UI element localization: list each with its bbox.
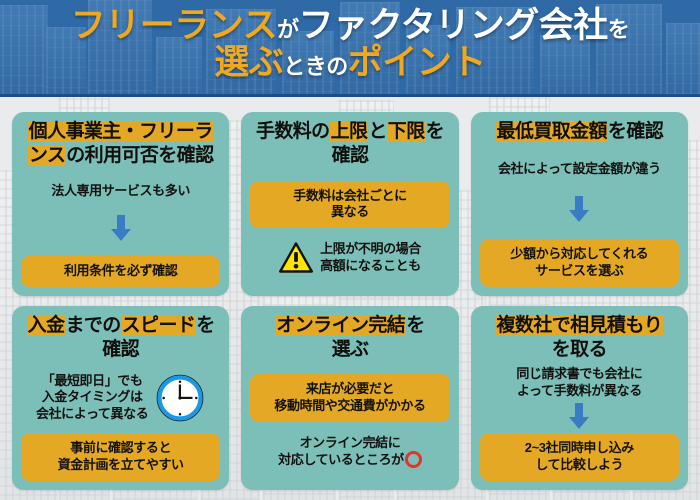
title-run-tokino: ときの [283, 54, 348, 80]
card-online-completion-callout: 来店が必要だと 移動時間や交通費がかかる [250, 374, 450, 423]
title-run-freelance: フリーランス [70, 6, 278, 45]
conclusion-line-2: して比較しよう [535, 457, 624, 473]
header-title: フリーランスがファクタリング会社を 選ぶときのポイント [0, 0, 700, 81]
title-run-erabu: 選ぶ [214, 43, 284, 83]
card-title-particle: を [406, 315, 425, 336]
card-sole-proprietor-conclusion: 利用条件を必ず確認 [21, 256, 221, 287]
card-title-part-1: までの [65, 315, 121, 336]
warning-note-line-1: 上限が不明の場合 [320, 241, 421, 257]
card-title-rest: を確認 [607, 121, 664, 142]
card-title-highlight-lower: 下限 [386, 121, 426, 142]
card-title-highlight-deposit: 入金 [26, 315, 66, 336]
card-multiple-quotes[interactable]: 複数社で相見積もりを取る 同じ請求書でも会社に よって手数料が異なる 2~3社同… [470, 306, 688, 490]
card-title-highlight: 複数社で相見積もり [495, 315, 664, 336]
header-banner: フリーランスがファクタリング会社を 選ぶときのポイント [0, 0, 700, 97]
callout-line-1: 手数料は会社ごとに [293, 187, 407, 203]
note-line-3: 会社によって異なる [35, 405, 149, 421]
note-line-2-row: 対応しているところが [278, 451, 422, 469]
arrow-down-icon [569, 403, 590, 430]
card-title-rest: 選ぶ [331, 338, 369, 360]
clock-icon [157, 374, 204, 421]
card-online-completion-note: オンライン完結に 対応しているところが [278, 435, 422, 469]
card-multiple-quotes-title: 複数社で相見積もりを取る [480, 314, 679, 362]
card-sole-proprietor[interactable]: 個人事業主・フリーランスの利用可否を確認 法人専用サービスも多い 利用条件を必ず… [12, 112, 230, 296]
card-payout-speed[interactable]: 入金までのスピードを確認 「最短即日」でも 入金タイミングは 会社によって異なる [12, 306, 230, 490]
title-run-wo: を [607, 17, 630, 42]
conclusion-line-1: 事前に確認すると [70, 440, 172, 456]
points-grid: 個人事業主・フリーランスの利用可否を確認 法人専用サービスも多い 利用条件を必ず… [12, 112, 688, 490]
card-minimum-amount-conclusion: 少額から対応してくれる サービスを選ぶ [479, 239, 679, 287]
title-run-ga: が [277, 17, 299, 42]
conclusion-line-1: 2~3社同時申し込み [524, 440, 634, 456]
note-line-2: よって手数料が異なる [516, 382, 642, 398]
card-minimum-amount[interactable]: 最低買取金額を確認 会社によって設定金額が違う 少額から対応してくれる サービス… [470, 112, 688, 296]
card-payout-speed-conclusion: 事前に確認すると 資金計画を立てやすい [21, 433, 221, 481]
card-minimum-amount-title: 最低買取金額を確認 [480, 120, 679, 144]
card-title-highlight: オンライン完結 [275, 315, 407, 336]
conclusion-line-2: サービスを選ぶ [535, 263, 624, 279]
warning-triangle-icon [279, 242, 314, 273]
card-multiple-quotes-note: 同じ請求書でも会社に よって手数料が異なる [516, 366, 642, 399]
note-line-2: 対応しているところが [278, 451, 404, 467]
red-circle-icon [404, 451, 422, 469]
card-title-part-3: を確認 [331, 121, 445, 166]
conclusion-line-1: 少額から対応してくれる [510, 246, 649, 262]
card-title-highlight-upper: 上限 [329, 121, 369, 142]
note-line-1: 「最短即日」でも [41, 372, 143, 388]
card-multiple-quotes-conclusion: 2~3社同時申し込み して比較しよう [479, 433, 679, 481]
card-fee-range-warning-row: 上限が不明の場合 高額になることも [250, 241, 449, 274]
card-title-rest: を取る [551, 338, 608, 360]
callout-line-1: 来店が必要だと [305, 381, 395, 397]
header-title-line-1: フリーランスがファクタリング会社を [0, 7, 700, 44]
card-fee-range[interactable]: 手数料の上限と下限を確認 手数料は会社ごとに 異なる 上限が不明の場合 高額にな… [241, 112, 459, 296]
card-payout-speed-title: 入金までのスピードを確認 [21, 314, 220, 362]
header-title-line-2: 選ぶときのポイント [0, 44, 700, 81]
card-sole-proprietor-title: 個人事業主・フリーランスの利用可否を確認 [21, 120, 220, 168]
arrow-down-icon [569, 195, 590, 222]
warning-note-line-2: 高額になることも [320, 257, 421, 273]
card-sole-proprietor-note: 法人専用サービスも多い [51, 183, 190, 199]
card-fee-range-callout: 手数料は会社ごとに 異なる [250, 180, 450, 229]
note-line-2: 入金タイミングは [41, 389, 143, 405]
note-line-1: 同じ請求書でも会社に [516, 365, 643, 381]
title-run-factoring-company: ファクタリング会社 [298, 6, 609, 45]
card-payout-speed-note-row: 「最短即日」でも 入金タイミングは 会社によって異なる [21, 373, 220, 423]
card-title-highlight-speed: スピード [120, 315, 197, 336]
card-title-rest: の利用可否を確認 [66, 144, 214, 166]
title-run-point: ポイント [347, 43, 487, 83]
arrow-down-icon [110, 214, 131, 241]
card-online-completion-title: オンライン完結を選ぶ [250, 314, 449, 362]
card-payout-speed-note: 「最短即日」でも 入金タイミングは 会社によって異なる [35, 372, 149, 423]
card-title-part-2: と [368, 121, 387, 142]
card-online-completion[interactable]: オンライン完結を選ぶ 来店が必要だと 移動時間や交通費がかかる オンライン完結に… [241, 306, 459, 490]
callout-line-2: 異なる [331, 204, 369, 220]
card-title-part-1: 手数料の [255, 121, 330, 142]
card-fee-range-title: 手数料の上限と下限を確認 [250, 120, 449, 168]
header-divider [0, 94, 700, 97]
card-title-highlight: 最低買取金額 [495, 121, 608, 142]
card-fee-range-warning-note: 上限が不明の場合 高額になることも [320, 241, 421, 274]
conclusion-line-2: 資金計画を立てやすい [57, 457, 184, 473]
note-line-1: オンライン完結に [299, 434, 401, 450]
card-title-part-2: を確認 [102, 315, 215, 360]
card-minimum-amount-note: 会社によって設定金額が違う [497, 161, 661, 177]
callout-line-2: 移動時間や交通費がかかる [274, 398, 426, 414]
header-skyline [0, 0, 700, 97]
